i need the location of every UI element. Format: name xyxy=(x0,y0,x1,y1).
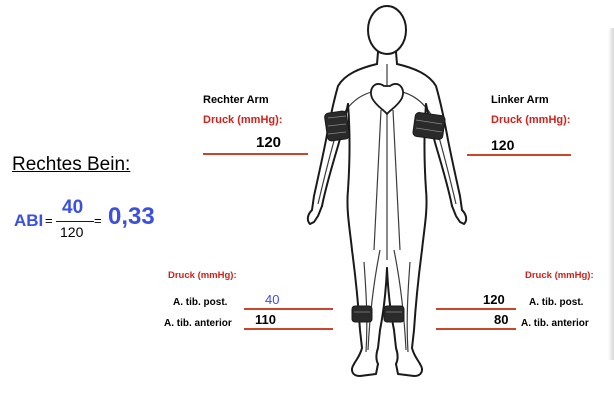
left-ankle-post-value: 120 xyxy=(483,292,505,307)
left-ankle-pressure-label: Druck (mmHg): xyxy=(525,270,594,281)
right-ankle-post-label: A. tib. post. xyxy=(173,297,227,308)
heart-icon xyxy=(371,84,403,114)
left-ankle-post-underline xyxy=(436,308,516,310)
right-arm-pressure-value: 120 xyxy=(256,134,281,151)
right-ankle-ant-label: A. tib. anterior xyxy=(164,318,232,329)
right-ankle-ant-underline xyxy=(244,328,333,330)
left-arm-underline xyxy=(467,154,571,156)
abi-equals-1: = xyxy=(45,213,53,228)
abi-denominator: 120 xyxy=(60,224,83,240)
left-ankle-ant-label: A. tib. anterior xyxy=(521,318,589,329)
left-arm-title: Linker Arm xyxy=(491,94,549,106)
left-ankle-ant-underline xyxy=(436,328,516,330)
left-ankle-ant-value: 80 xyxy=(494,312,508,327)
abi-equals-2: = xyxy=(94,213,102,228)
right-ankle-post-value: 40 xyxy=(265,292,279,307)
right-ankle-pressure-label: Druck (mmHg): xyxy=(168,270,237,281)
right-arm-pressure-label: Druck (mmHg): xyxy=(203,114,282,126)
right-ankle-ant-value: 110 xyxy=(255,312,276,327)
abi-label: ABI xyxy=(14,211,43,231)
page-edge-shadow xyxy=(608,28,614,360)
abi-fraction-bar xyxy=(56,221,94,222)
left-arm-pressure-value: 120 xyxy=(491,137,514,153)
left-arm-pressure-label: Druck (mmHg): xyxy=(491,114,570,126)
right-arm-underline xyxy=(203,153,308,155)
right-arm-title: Rechter Arm xyxy=(203,94,269,106)
abi-result: 0,33 xyxy=(108,203,155,231)
right-leg-heading: Rechtes Bein: xyxy=(12,154,130,176)
right-ankle-post-underline xyxy=(244,308,333,310)
left-ankle-post-label: A. tib. post. xyxy=(529,297,583,308)
abi-numerator: 40 xyxy=(62,197,83,219)
